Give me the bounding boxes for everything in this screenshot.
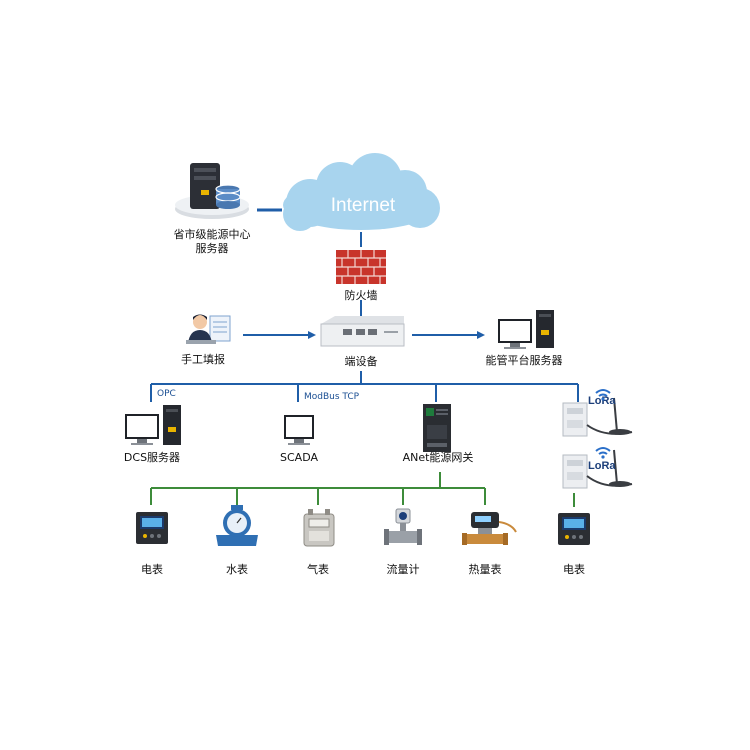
lora-label-1: LoRa [588,395,616,407]
meter-electric-1: 电表 [136,512,168,576]
edge-device: 端设备 [320,316,405,368]
wifi-signal-icon [595,389,611,397]
edge-appliance-icon [320,316,405,347]
meter-electric-2: 电表 [558,513,590,576]
provincial-server-label-1: 省市级能源中心 [174,227,251,241]
wifi-signal-icon [595,447,611,455]
meter-label: 电表 [141,562,163,576]
modbus-protocol-label: ModBus TCP [304,392,360,402]
flow-meter-icon [384,508,422,545]
server-tower-icon [190,163,220,209]
meter-label: 水表 [226,562,248,576]
lora-label-2: LoRa [588,460,616,472]
meter-label: 流量计 [387,562,420,576]
firewall-label: 防火墙 [345,288,378,302]
meter-water: 水表 [216,505,258,576]
monitor-icon [284,415,314,445]
database-icon [215,184,241,209]
manual-report-label: 手工填报 [181,352,225,366]
meter-label: 气表 [307,562,329,576]
provincial-server-label-2: 服务器 [196,242,229,255]
meter-label: 热量表 [469,562,502,576]
internet-label: Internet [331,195,396,216]
anet-gateway: ANet能源网关 [403,404,474,464]
cloud-icon [283,153,440,231]
provincial-server: 省市级能源中心 服务器 [174,163,251,255]
lora-module-1: LoRa [562,395,633,437]
manual-report: 手工填报 [181,314,231,366]
electric-meter-icon [558,513,590,545]
meter-label: 电表 [563,562,585,576]
water-meter-icon [216,505,258,546]
person-at-laptop-icon [186,314,231,344]
anet-gateway-label: ANet能源网关 [403,450,474,464]
scada: SCADA [280,415,318,464]
firewall-icon [336,250,386,284]
heat-meter-icon [462,512,517,545]
desktop-computer-icon [498,310,554,349]
meter-gas: 气表 [303,509,335,576]
connectors [150,208,579,507]
electric-meter-icon [136,512,168,544]
gas-meter-icon [303,509,335,547]
internet-cloud: Internet [283,153,440,231]
energy-platform-server: 能管平台服务器 [486,310,563,367]
antenna-icon [586,449,633,487]
desktop-computer-icon [125,405,181,445]
antenna-icon [586,397,633,435]
lora-module-2: LoRa [562,447,633,489]
energy-platform-label: 能管平台服务器 [486,353,563,367]
scada-label: SCADA [280,451,318,464]
edge-device-label: 端设备 [345,354,378,368]
dcs-server: DCS服务器 [124,405,181,464]
firewall: 防火墙 [336,250,386,302]
din-rail-module-icon [562,454,588,489]
opc-protocol-label: OPC [157,389,176,399]
gateway-device-icon [423,404,451,452]
din-rail-module-icon [562,402,588,437]
dcs-server-label: DCS服务器 [124,451,180,464]
meter-flow: 流量计 [384,508,422,576]
meter-heat: 热量表 [462,512,517,576]
